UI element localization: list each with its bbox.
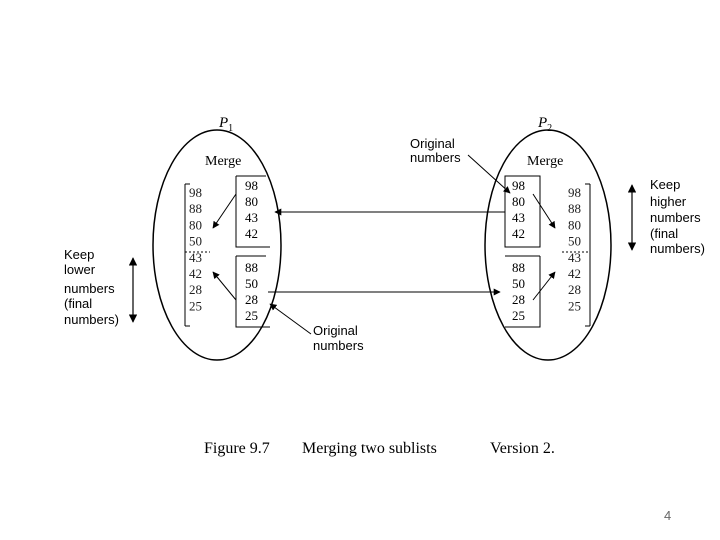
- keep-higher-label: Keep higher numbers (final numbers): [650, 177, 705, 256]
- p2-top-value: 43: [512, 210, 525, 225]
- p2-bottom-value: 88: [512, 260, 525, 275]
- p2-label: P2: [537, 115, 552, 134]
- p2-merged-value: 88: [568, 201, 581, 216]
- p1-merged-value: 80: [189, 217, 202, 232]
- p2-top-value: 98: [512, 178, 525, 193]
- p2-merged-value: 50: [568, 234, 581, 249]
- original-top-pointer: [467, 154, 511, 194]
- figure-title: Merging two sublists: [302, 440, 437, 457]
- p2-merged-value: 43: [568, 250, 581, 265]
- p2-bottom-box: [505, 256, 541, 328]
- p1-merged-value: 88: [189, 201, 202, 216]
- p1-merged-value: 42: [189, 266, 202, 281]
- p1-top-box: [235, 176, 270, 248]
- p2-merge-arrow-top: [532, 193, 556, 229]
- p1-bottom-value: 88: [245, 260, 258, 275]
- p1-bottom-value: 50: [245, 276, 258, 291]
- p1-bottom-value: 25: [245, 308, 258, 323]
- p2-top-value: 80: [512, 194, 525, 209]
- p2-process-oval: [484, 129, 612, 361]
- p2-bottom-value: 28: [512, 292, 525, 307]
- p2-merge-label: Merge: [527, 154, 563, 169]
- p2-merged-value: 25: [568, 298, 581, 313]
- original-numbers-top-label: Original numbers: [410, 136, 461, 165]
- p1-label: P1: [218, 115, 233, 134]
- p2-bottom-value: 25: [512, 308, 525, 323]
- keep-lower-label: Keep lower numbers (final numbers): [64, 247, 119, 327]
- p1-merged-value: 98: [189, 185, 202, 200]
- p1-merge-label: Merge: [205, 154, 241, 169]
- p2-bottom-value: 50: [512, 276, 525, 291]
- p1-process-oval: [152, 129, 282, 361]
- figure-number: Figure 9.7: [204, 440, 270, 457]
- p2-merged-value: 80: [568, 217, 581, 232]
- p2-merged-value: 28: [568, 282, 581, 297]
- p2-merge-arrow-bottom: [532, 271, 556, 301]
- p1-merged-value: 43: [189, 250, 202, 265]
- p2-top-value: 42: [512, 226, 525, 241]
- figure-version: Version 2.: [490, 440, 555, 457]
- p1-merged-value: 28: [189, 282, 202, 297]
- page-number: 4: [664, 508, 671, 523]
- p2-merged-value: 98: [568, 185, 581, 200]
- p1-top-value: 42: [245, 226, 258, 241]
- p1-merged-value: 50: [189, 234, 202, 249]
- original-numbers-bottom-label: Original numbers: [313, 323, 364, 353]
- p1-top-value: 80: [245, 194, 258, 209]
- p1-merged-value: 25: [189, 298, 202, 313]
- p2-top-box: [504, 175, 541, 248]
- original-bottom-pointer: [269, 303, 312, 335]
- p1-top-value: 43: [245, 210, 258, 225]
- p1-merge-arrow-top: [212, 193, 237, 229]
- p2-merged-value: 42: [568, 266, 581, 281]
- p1-merge-arrow-bottom: [212, 271, 237, 301]
- p1-bottom-value: 28: [245, 292, 258, 307]
- p1-bottom-box: [235, 256, 270, 328]
- p1-top-value: 98: [245, 178, 258, 193]
